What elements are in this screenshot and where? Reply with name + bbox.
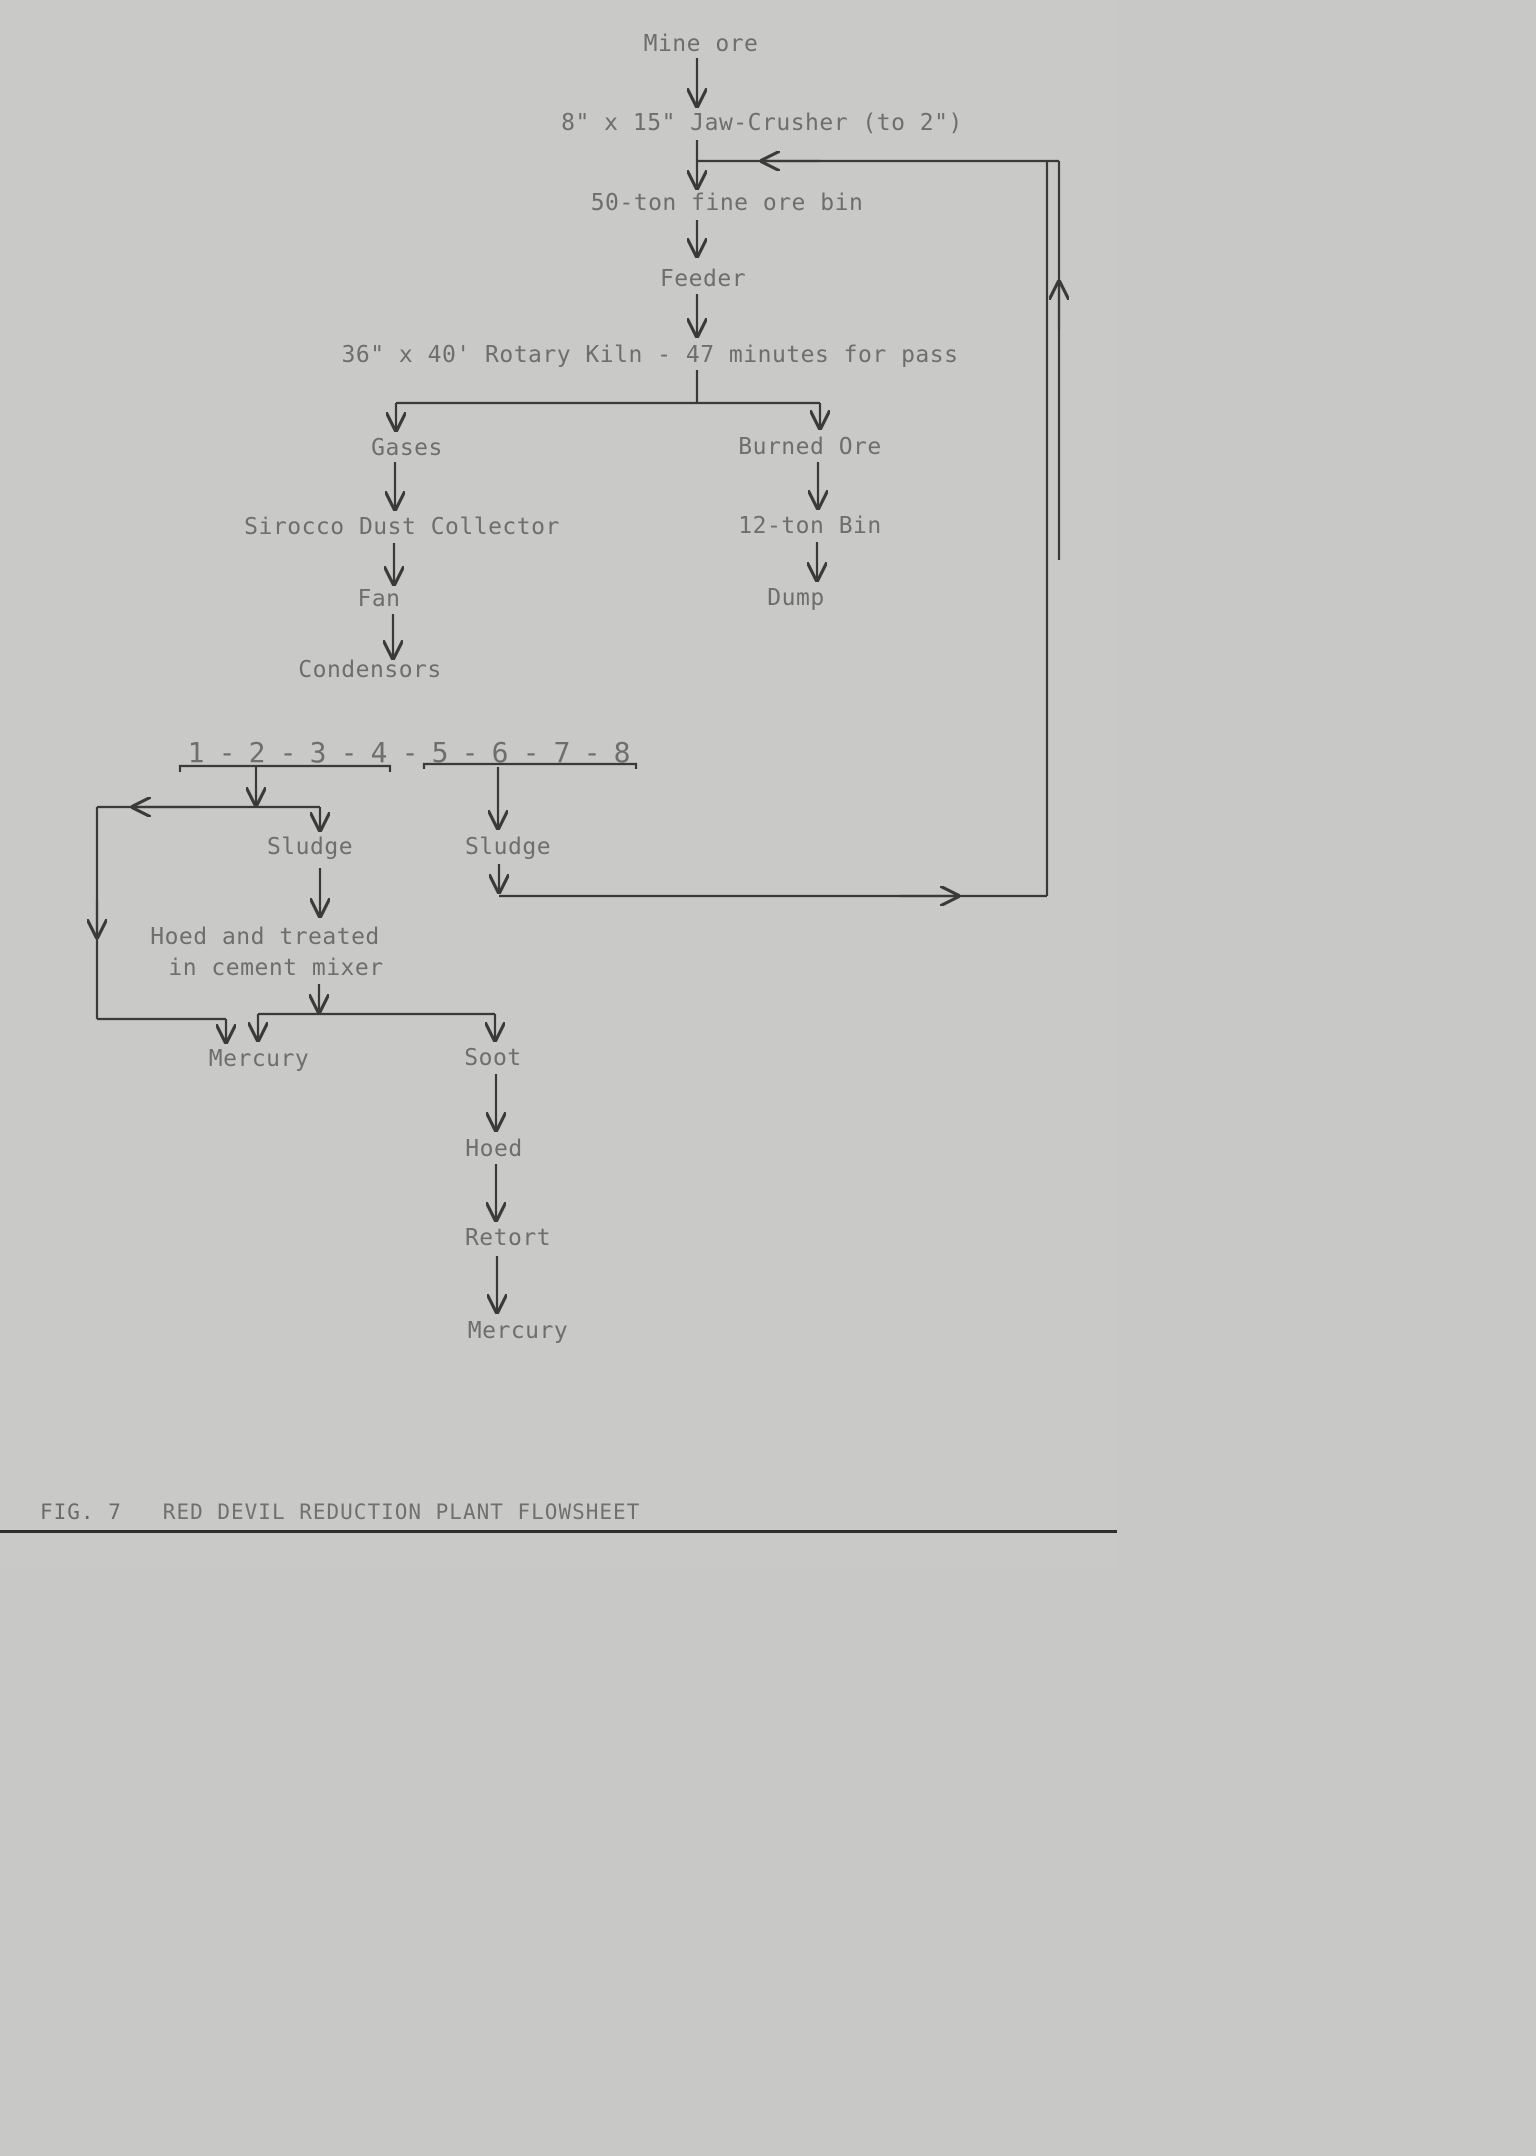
node-sludge-left: Sludge xyxy=(266,834,354,860)
node-12-ton-bin: 12-ton Bin xyxy=(738,513,882,539)
unit-dash: - xyxy=(461,736,479,769)
node-hoed-treated-line2: in cement mixer xyxy=(168,955,384,981)
node-retort: Retort xyxy=(464,1225,552,1251)
node-dust-collector: Sirocco Dust Collector xyxy=(244,514,560,540)
node-hoed: Hoed xyxy=(465,1136,523,1162)
unit-7: 7 xyxy=(553,736,571,769)
node-mercury-left: Mercury xyxy=(208,1046,310,1072)
unit-8: 8 xyxy=(613,736,631,769)
bracket-units-1-4 xyxy=(178,764,392,772)
bottom-rule xyxy=(0,1530,1117,1533)
figure-number: FIG. 7 xyxy=(40,1500,122,1524)
node-hoed-treated-line1: Hoed and treated xyxy=(150,924,380,950)
figure-title: RED DEVIL REDUCTION PLANT FLOWSHEET xyxy=(162,1500,641,1524)
figure-caption: FIG. 7 RED DEVIL REDUCTION PLANT FLOWSHE… xyxy=(40,1500,640,1524)
unit-dash: - xyxy=(401,736,419,769)
node-mine-ore: Mine ore xyxy=(643,31,759,57)
node-fan: Fan xyxy=(357,586,401,612)
unit-5: 5 xyxy=(431,736,449,769)
node-mercury-bottom: Mercury xyxy=(467,1318,569,1344)
flow-connectors xyxy=(0,58,1117,1568)
unit-dash: - xyxy=(279,736,297,769)
unit-2: 2 xyxy=(248,736,266,769)
node-condensors: Condensors xyxy=(298,657,442,683)
node-fine-ore-bin: 50-ton fine ore bin xyxy=(590,190,864,216)
bracket-units-5-8 xyxy=(422,762,638,769)
node-burned-ore: Burned Ore xyxy=(738,434,882,460)
unit-1: 1 xyxy=(187,736,205,769)
unit-dash: - xyxy=(583,736,601,769)
node-sludge-right: Sludge xyxy=(464,834,552,860)
unit-dash: - xyxy=(522,736,540,769)
unit-3: 3 xyxy=(309,736,327,769)
unit-dash: - xyxy=(218,736,236,769)
node-dump: Dump xyxy=(767,585,825,611)
node-rotary-kiln: 36" x 40' Rotary Kiln - 47 minutes for p… xyxy=(341,342,959,368)
unit-4: 4 xyxy=(370,736,388,769)
node-soot: Soot xyxy=(464,1045,522,1071)
flowsheet-page: { "nodes": { "mine_ore": "Mine ore", "ja… xyxy=(0,31,1117,1568)
node-gases: Gases xyxy=(371,435,443,461)
unit-6: 6 xyxy=(491,736,509,769)
node-jaw-crusher: 8" x 15" Jaw-Crusher (to 2") xyxy=(561,110,963,136)
node-feeder: Feeder xyxy=(659,266,747,292)
unit-dash: - xyxy=(340,736,358,769)
